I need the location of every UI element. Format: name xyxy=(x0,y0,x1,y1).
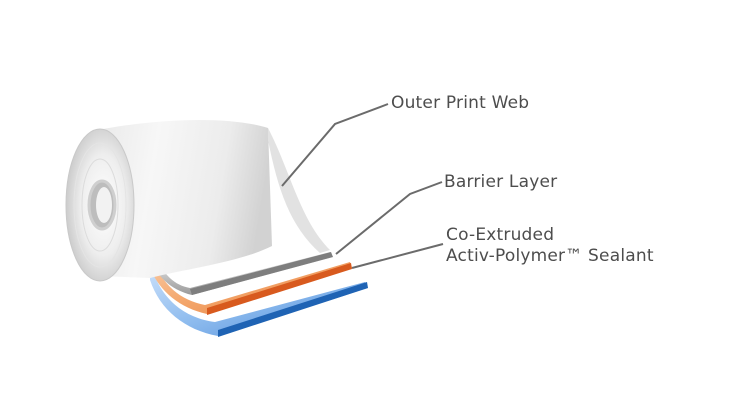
outer-print-web-sheet xyxy=(150,240,333,295)
label-barrier-layer: Barrier Layer xyxy=(444,172,558,192)
leader-line-outer-print-web xyxy=(281,103,389,187)
label-sealant: Co-Extruded Activ-Polymer™ Sealant xyxy=(446,225,654,267)
label-sealant-line2: Activ-Polymer™ Sealant xyxy=(446,246,654,266)
label-outer-print-web: Outer Print Web xyxy=(391,93,530,113)
roll-core xyxy=(87,179,117,231)
roll-body xyxy=(98,119,330,278)
leader-line-sealant xyxy=(351,243,444,269)
sealant-layer xyxy=(150,262,368,337)
leader-line-barrier-layer xyxy=(335,181,443,255)
barrier-layer xyxy=(150,250,352,315)
label-sealant-line1: Co-Extruded xyxy=(446,225,555,245)
